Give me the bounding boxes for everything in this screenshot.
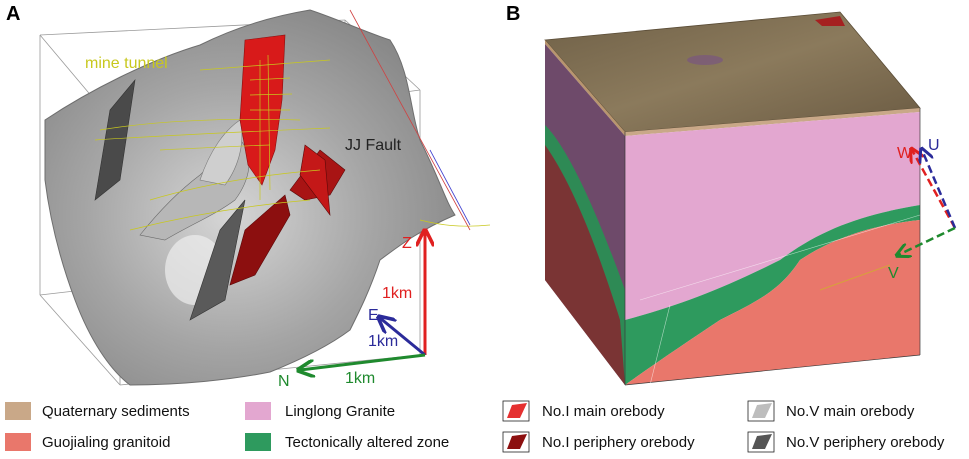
no1-periphery-orebody-1: [229, 194, 291, 286]
quaternary-layer-front: [625, 108, 920, 136]
e-scale-label: 1km: [368, 333, 398, 350]
trace-line-1: [639, 214, 921, 301]
legend-label-no5-periphery: No.V periphery orebody: [786, 434, 945, 451]
legend-swatch-no1-main: [507, 403, 527, 418]
legend-label-no1-main: No.I main orebody: [542, 403, 665, 420]
panel-b: B W U V: [506, 3, 957, 386]
axes-panel-a: Z 1km E 1km N 1km: [278, 232, 425, 390]
legend-label-no1-periphery: No.I periphery orebody: [542, 434, 695, 451]
u-axis-arrow: [922, 150, 957, 229]
legend-label-quaternary: Quaternary sediments: [42, 403, 190, 420]
mine-tunnel-network: [94, 54, 491, 231]
no5-periphery-orebody-left: [94, 78, 136, 201]
panel-a-label: A: [6, 3, 20, 25]
legend-swatch-no5-periphery: [752, 434, 772, 449]
panel-a: A: [6, 3, 491, 390]
legend-label-linglong: Linglong Granite: [285, 403, 395, 420]
legend-label-guojialing: Guojialing granitoid: [42, 434, 170, 451]
legend-swatch-no1-periphery: [507, 434, 527, 449]
legend-swatch-guojialing: [5, 433, 31, 451]
no5-periphery-orebody-bottom: [189, 199, 246, 321]
legend: Quaternary sediments Guojialing granitoi…: [5, 400, 945, 453]
axes-panel-b: W U V: [888, 137, 957, 282]
topography-red-patch: [815, 16, 845, 26]
jj-fault-surface: [44, 9, 456, 386]
z-axis-label: Z: [402, 235, 412, 252]
panel-b-label: B: [506, 3, 520, 25]
trace-line-3: [649, 304, 671, 386]
legend-label-no5-main: No.V main orebody: [786, 403, 915, 420]
legend-label-tectonic: Tectonically altered zone: [285, 434, 449, 451]
n-scale-label: 1km: [345, 370, 375, 387]
front-face-linglong: [625, 112, 920, 320]
left-face-guojialing: [545, 145, 625, 385]
legend-swatch-linglong: [245, 402, 271, 420]
z-scale-label: 1km: [382, 285, 412, 302]
n-axis-label: N: [278, 373, 290, 390]
trace-line-2: [819, 264, 891, 291]
front-face-tectonic: [625, 205, 920, 385]
u-axis-label: U: [928, 137, 940, 154]
no1-periphery-orebody-3: [299, 144, 331, 217]
fault-trace-blue: [429, 149, 471, 226]
e-axis-arrow: [380, 318, 426, 357]
legend-swatch-no5-main: [752, 403, 772, 418]
v-axis-label: V: [888, 265, 899, 282]
e-axis-label: E: [368, 307, 379, 324]
fault-trace-red: [349, 9, 471, 231]
front-face-guojialing: [625, 220, 920, 385]
jj-fault-label: JJ Fault: [345, 137, 402, 154]
legend-swatch-tectonic: [245, 433, 271, 451]
mine-tunnel-label: mine tunnel: [85, 55, 168, 72]
legend-swatch-quaternary: [5, 402, 31, 420]
topography-depression: [687, 55, 723, 65]
v-axis-arrow: [898, 226, 956, 255]
w-axis-label: W: [897, 145, 913, 162]
n-axis-arrow: [300, 353, 426, 370]
quaternary-layer-left: [545, 40, 625, 136]
